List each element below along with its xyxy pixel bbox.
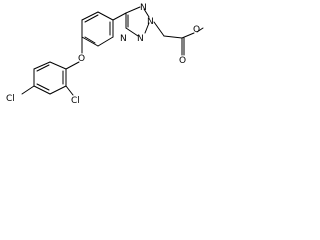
atom-oxygen-carbonyl: O	[179, 56, 186, 66]
atom-nitrogen-4: N	[120, 34, 127, 44]
structure-canvas: O N N N N Cl Cl O O	[0, 0, 204, 107]
atom-nitrogen-1: N	[140, 3, 147, 13]
tetrazole-ring	[125, 6, 150, 37]
atom-chlorine-para: Cl	[6, 94, 15, 104]
bond-ring-chlorine-para	[21, 85, 35, 95]
molecule-structure: O N N N N Cl Cl O O	[6, 3, 204, 106]
phenyl-ring	[81, 11, 114, 47]
bond-ring-chlorine-ortho	[65, 85, 74, 96]
atom-oxygen-ether: O	[78, 54, 85, 64]
dichlorophenyl-ring	[33, 61, 67, 95]
bond-ether-dichlorophenyl	[65, 61, 80, 70]
atom-nitrogen-3: N	[137, 34, 144, 44]
atom-chlorine-ortho: Cl	[71, 96, 80, 106]
ester-chain	[153, 21, 204, 56]
bond-phenyl-tetrazole	[112, 12, 127, 21]
atom-oxygen-ester: O	[193, 25, 200, 35]
atom-nitrogen-2: N	[147, 17, 154, 27]
